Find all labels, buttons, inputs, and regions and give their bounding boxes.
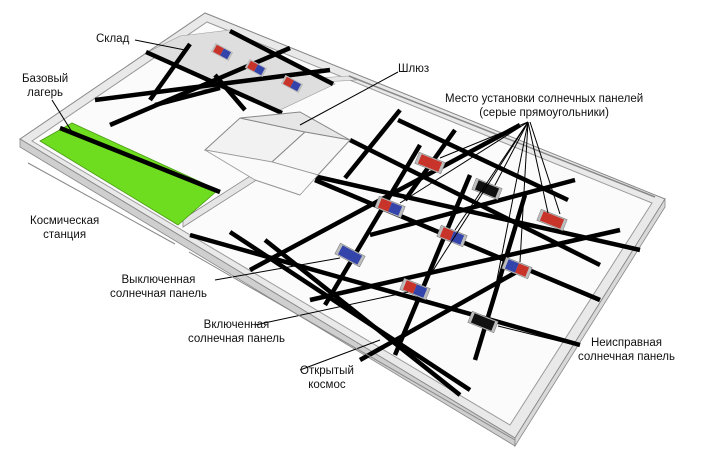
label-panel-sites-line1: Место установки солнечных панелей [445, 93, 644, 105]
label-panel-faulty: Неисправная солнечная панель [578, 336, 675, 364]
label-warehouse: Склад [96, 33, 130, 45]
label-panel-off-line2: солнечная панель [110, 288, 207, 300]
solar-panel-faulty [467, 310, 499, 334]
leader-lines [27, 39, 576, 441]
solar-panel-stored [280, 74, 304, 94]
label-base-camp: Базовый лагерь [22, 72, 68, 100]
label-open-space: Открытый космос [300, 364, 354, 392]
label-panel-sites: Место установки солнечных панелей (серые… [445, 92, 643, 120]
solar-panel-off [334, 242, 366, 268]
label-panel-on-line2: солнечная панель [188, 333, 285, 345]
solar-panel-on [536, 208, 568, 232]
label-base-camp-line1: Базовый [22, 73, 69, 85]
solar-panel-on [436, 224, 468, 248]
solar-panel-on [374, 195, 406, 219]
label-panel-sites-line2: (серые прямоугольники) [479, 107, 609, 119]
solar-panel-stored [210, 42, 234, 62]
label-space-station-line2: станция [43, 229, 87, 241]
label-panel-off: Выключенная солнечная панель [110, 273, 207, 301]
label-panel-faulty-line1: Неисправная [590, 337, 662, 349]
label-panel-off-line1: Выключенная [121, 274, 196, 286]
solar-panel-off [501, 256, 533, 280]
solar-panels-open-space [334, 151, 568, 334]
warehouse-panels [210, 42, 304, 94]
label-airlock: Шлюз [398, 63, 430, 75]
board [19, 12, 666, 448]
solar-panel-on [399, 277, 431, 301]
label-open-space-line2: космос [308, 379, 346, 391]
label-space-station-line1: Космическая [30, 215, 100, 227]
label-base-camp-line2: лагерь [27, 87, 63, 99]
airlock-ramp [203, 111, 351, 196]
solar-panel-stored [244, 58, 268, 78]
label-space-station: Космическая станция [30, 214, 99, 242]
solar-panel-on [414, 151, 446, 175]
grid-lines [59, 28, 641, 397]
label-panel-on-line1: Включенная [203, 319, 270, 331]
label-open-space-line1: Открытый [300, 365, 354, 377]
label-panel-on: Включенная солнечная панель [188, 318, 285, 346]
label-panel-faulty-line2: солнечная панель [578, 351, 675, 363]
